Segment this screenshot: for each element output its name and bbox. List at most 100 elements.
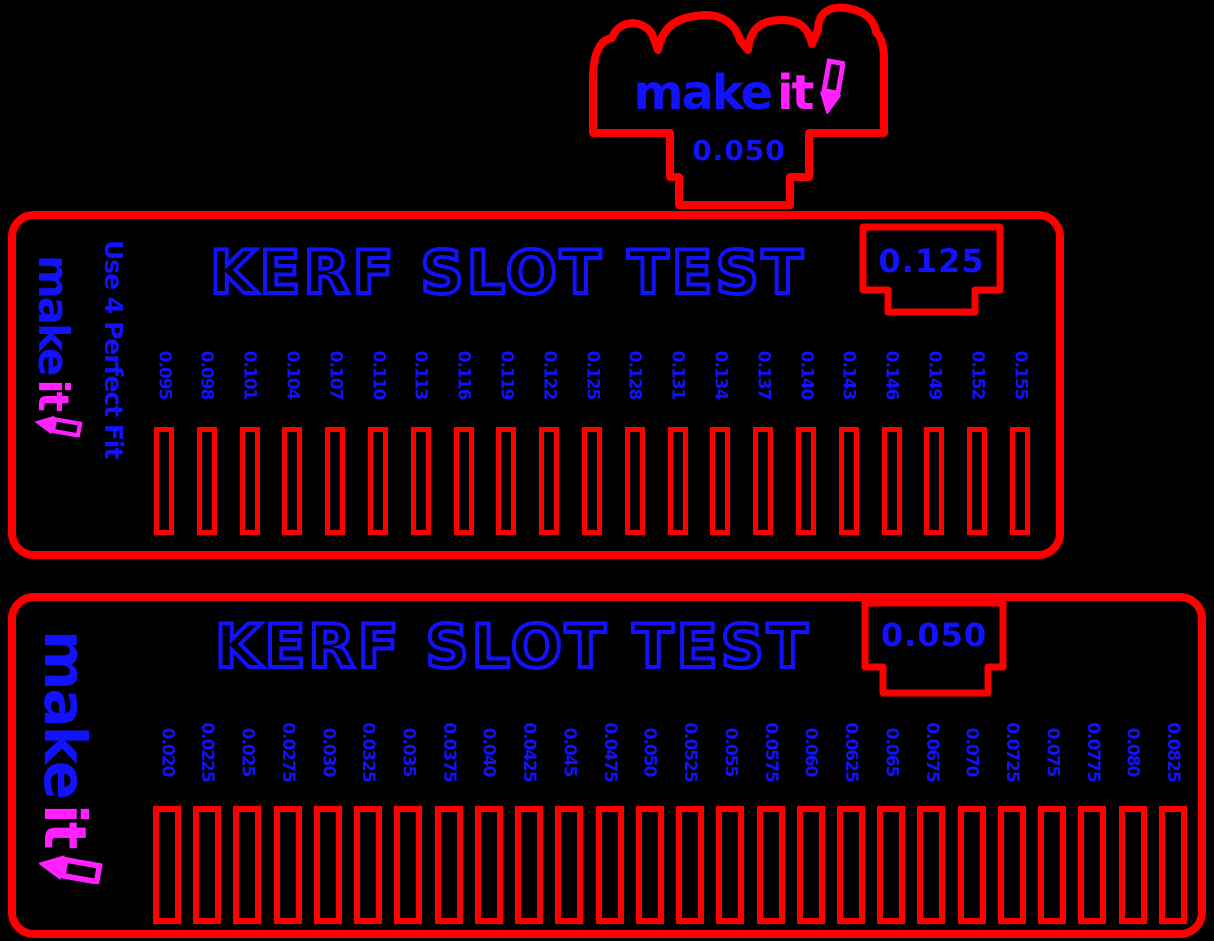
- slot-label: 0.146: [881, 350, 902, 400]
- slot-cell: 0.0475: [595, 706, 625, 924]
- slot-label: 0.095: [154, 350, 174, 400]
- slot-cutout: [795, 427, 816, 535]
- slot-cutout: [838, 427, 859, 535]
- slot-label: 0.101: [239, 350, 260, 400]
- slot-cutout: [917, 806, 946, 924]
- slot-cell: 0.107: [315, 331, 355, 535]
- slot-label: 0.149: [924, 350, 945, 400]
- slot-cutout: [676, 806, 705, 924]
- slot-cutout: [881, 427, 902, 535]
- slot-label: 0.0525: [680, 722, 701, 782]
- panel-title: KERF SLOT TEST: [208, 238, 806, 308]
- slot-label: 0.030: [317, 727, 338, 777]
- slot-cell: 0.055: [715, 706, 745, 924]
- slot-cutout: [434, 806, 463, 924]
- slot-label: 0.155: [1009, 350, 1030, 400]
- slot-label: 0.131: [667, 350, 688, 400]
- slot-label: 0.0375: [438, 722, 459, 782]
- slot-cutout: [233, 806, 262, 924]
- slot-cutout: [410, 427, 431, 535]
- gauge-piece-outline: [589, 3, 888, 209]
- logo-make-text: make: [29, 255, 78, 375]
- slot-cell: 0.143: [829, 331, 869, 535]
- slot-label: 0.137: [753, 350, 774, 400]
- slot-label: 0.104: [282, 350, 303, 400]
- slot-label: 0.0575: [760, 722, 781, 782]
- logo-it-text: it: [29, 379, 78, 410]
- slot-cutout: [710, 427, 731, 535]
- slot-label: 0.075: [1042, 727, 1063, 777]
- slot-label: 0.128: [624, 350, 645, 400]
- slot-cell: 0.0825: [1158, 706, 1188, 924]
- slot-cell: 0.0575: [756, 706, 786, 924]
- slot-cutout: [624, 427, 645, 535]
- logo-it-text: it: [31, 803, 99, 848]
- slot-cell: 0.065: [876, 706, 906, 924]
- slot-cutout: [515, 806, 544, 924]
- slot-cell: 0.152: [957, 331, 997, 535]
- slot-label: 0.045: [559, 727, 580, 777]
- slot-cutout: [496, 427, 517, 535]
- slot-label: 0.143: [838, 350, 859, 400]
- slot-cell: 0.110: [358, 331, 398, 535]
- slot-cell: 0.128: [615, 331, 655, 535]
- slot-cutout: [313, 806, 342, 924]
- slot-cutout: [877, 806, 906, 924]
- slot-label: 0.122: [539, 350, 560, 400]
- side-logo: make it: [29, 255, 83, 535]
- slot-cutout: [796, 806, 825, 924]
- slot-cell: 0.060: [796, 706, 826, 924]
- slot-label: 0.065: [881, 727, 902, 777]
- slot-label: 0.107: [325, 350, 346, 400]
- slot-cutout: [836, 806, 865, 924]
- slot-cell: 0.045: [554, 706, 584, 924]
- slot-cell: 0.146: [872, 331, 912, 535]
- slot-cell: 0.070: [957, 706, 987, 924]
- slot-label: 0.025: [237, 727, 258, 777]
- slot-label: 0.0725: [1001, 722, 1022, 782]
- slot-cell: 0.080: [1118, 706, 1148, 924]
- slot-cutout: [635, 806, 664, 924]
- slot-label: 0.119: [496, 350, 517, 400]
- slot-grid: 0.020 0.0225 0.025 0.0275: [152, 706, 1188, 924]
- pencil-icon: [32, 415, 83, 438]
- slot-cell: 0.0375: [434, 706, 464, 924]
- slot-cell: 0.0325: [353, 706, 383, 924]
- slot-label: 0.116: [453, 350, 474, 400]
- slot-label: 0.020: [157, 727, 177, 777]
- slot-cutout: [967, 427, 988, 535]
- slot-cutout: [753, 427, 774, 535]
- slot-cell: 0.020: [152, 706, 182, 924]
- slot-cutout: [1038, 806, 1067, 924]
- slot-cutout: [354, 806, 383, 924]
- slot-label: 0.134: [710, 350, 731, 400]
- slot-cell: 0.0525: [675, 706, 705, 924]
- slot-cell: 0.025: [232, 706, 262, 924]
- slot-cutout: [1009, 427, 1030, 535]
- slot-label: 0.080: [1122, 727, 1143, 777]
- slot-label: 0.113: [410, 350, 431, 400]
- slot-cutout: [539, 427, 560, 535]
- slot-label: 0.0225: [197, 722, 218, 782]
- slot-cutout: [474, 806, 503, 924]
- slot-cell: 0.0275: [273, 706, 303, 924]
- slot-label: 0.152: [967, 350, 988, 400]
- slot-cutout: [667, 427, 688, 535]
- slot-label: 0.0325: [358, 722, 379, 782]
- slot-cell: 0.113: [401, 331, 441, 535]
- slot-cell: 0.0625: [836, 706, 866, 924]
- slot-cutout: [367, 427, 388, 535]
- slot-label: 0.0475: [599, 722, 620, 782]
- slot-grid: 0.095 0.098 0.101 0.104: [144, 331, 1040, 535]
- slot-cutout: [153, 806, 181, 924]
- slot-cell: 0.119: [486, 331, 526, 535]
- logo-make-text: make: [31, 630, 99, 798]
- slot-cutout: [193, 806, 222, 924]
- side-tagline: Use 4 Perfect Fit: [99, 240, 128, 459]
- slot-cell: 0.140: [786, 331, 826, 535]
- slot-label: 0.0425: [519, 722, 540, 782]
- slot-label: 0.140: [795, 350, 816, 400]
